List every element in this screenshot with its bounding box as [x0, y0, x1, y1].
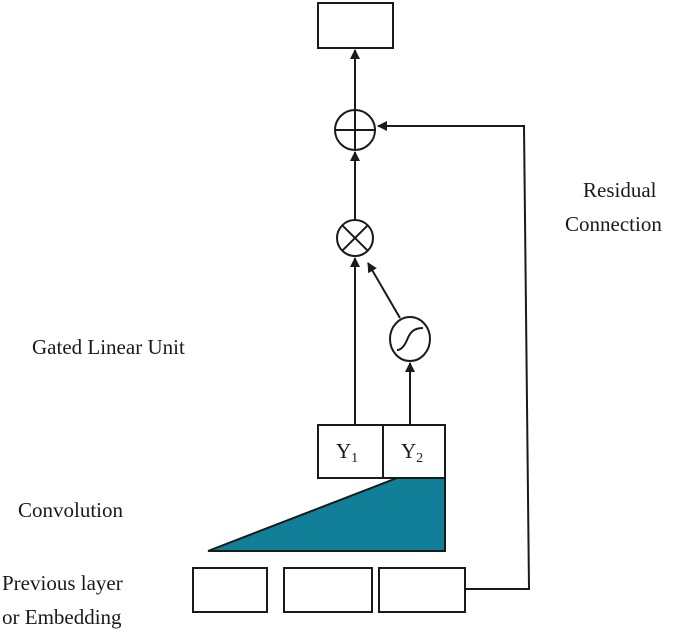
y2-label: Y2 — [401, 439, 423, 466]
input-box-3 — [378, 567, 466, 613]
circle-times-icon — [336, 219, 374, 257]
residual-label-line1: Residual — [583, 178, 657, 202]
previous-layer-label-line2: or Embedding — [2, 605, 122, 629]
glu-label: Gated Linear Unit — [32, 335, 185, 359]
y2-cell — [382, 424, 446, 479]
sigmoid-icon — [389, 316, 431, 362]
glu-split-cells: Y1 Y2 — [317, 424, 446, 479]
input-box-1 — [192, 567, 268, 613]
output-box — [317, 2, 394, 49]
residual-connection-path — [377, 121, 531, 590]
circle-plus-icon — [334, 109, 376, 151]
convolution-triangle — [207, 477, 446, 552]
y1-label: Y1 — [336, 439, 358, 466]
previous-layer-label-line1: Previous layer — [2, 571, 123, 595]
convolution-label: Convolution — [18, 498, 124, 522]
input-box-2 — [283, 567, 373, 613]
residual-label-line2: Connection — [565, 212, 662, 236]
arrow-sigmoid-to-multiply — [367, 262, 401, 319]
